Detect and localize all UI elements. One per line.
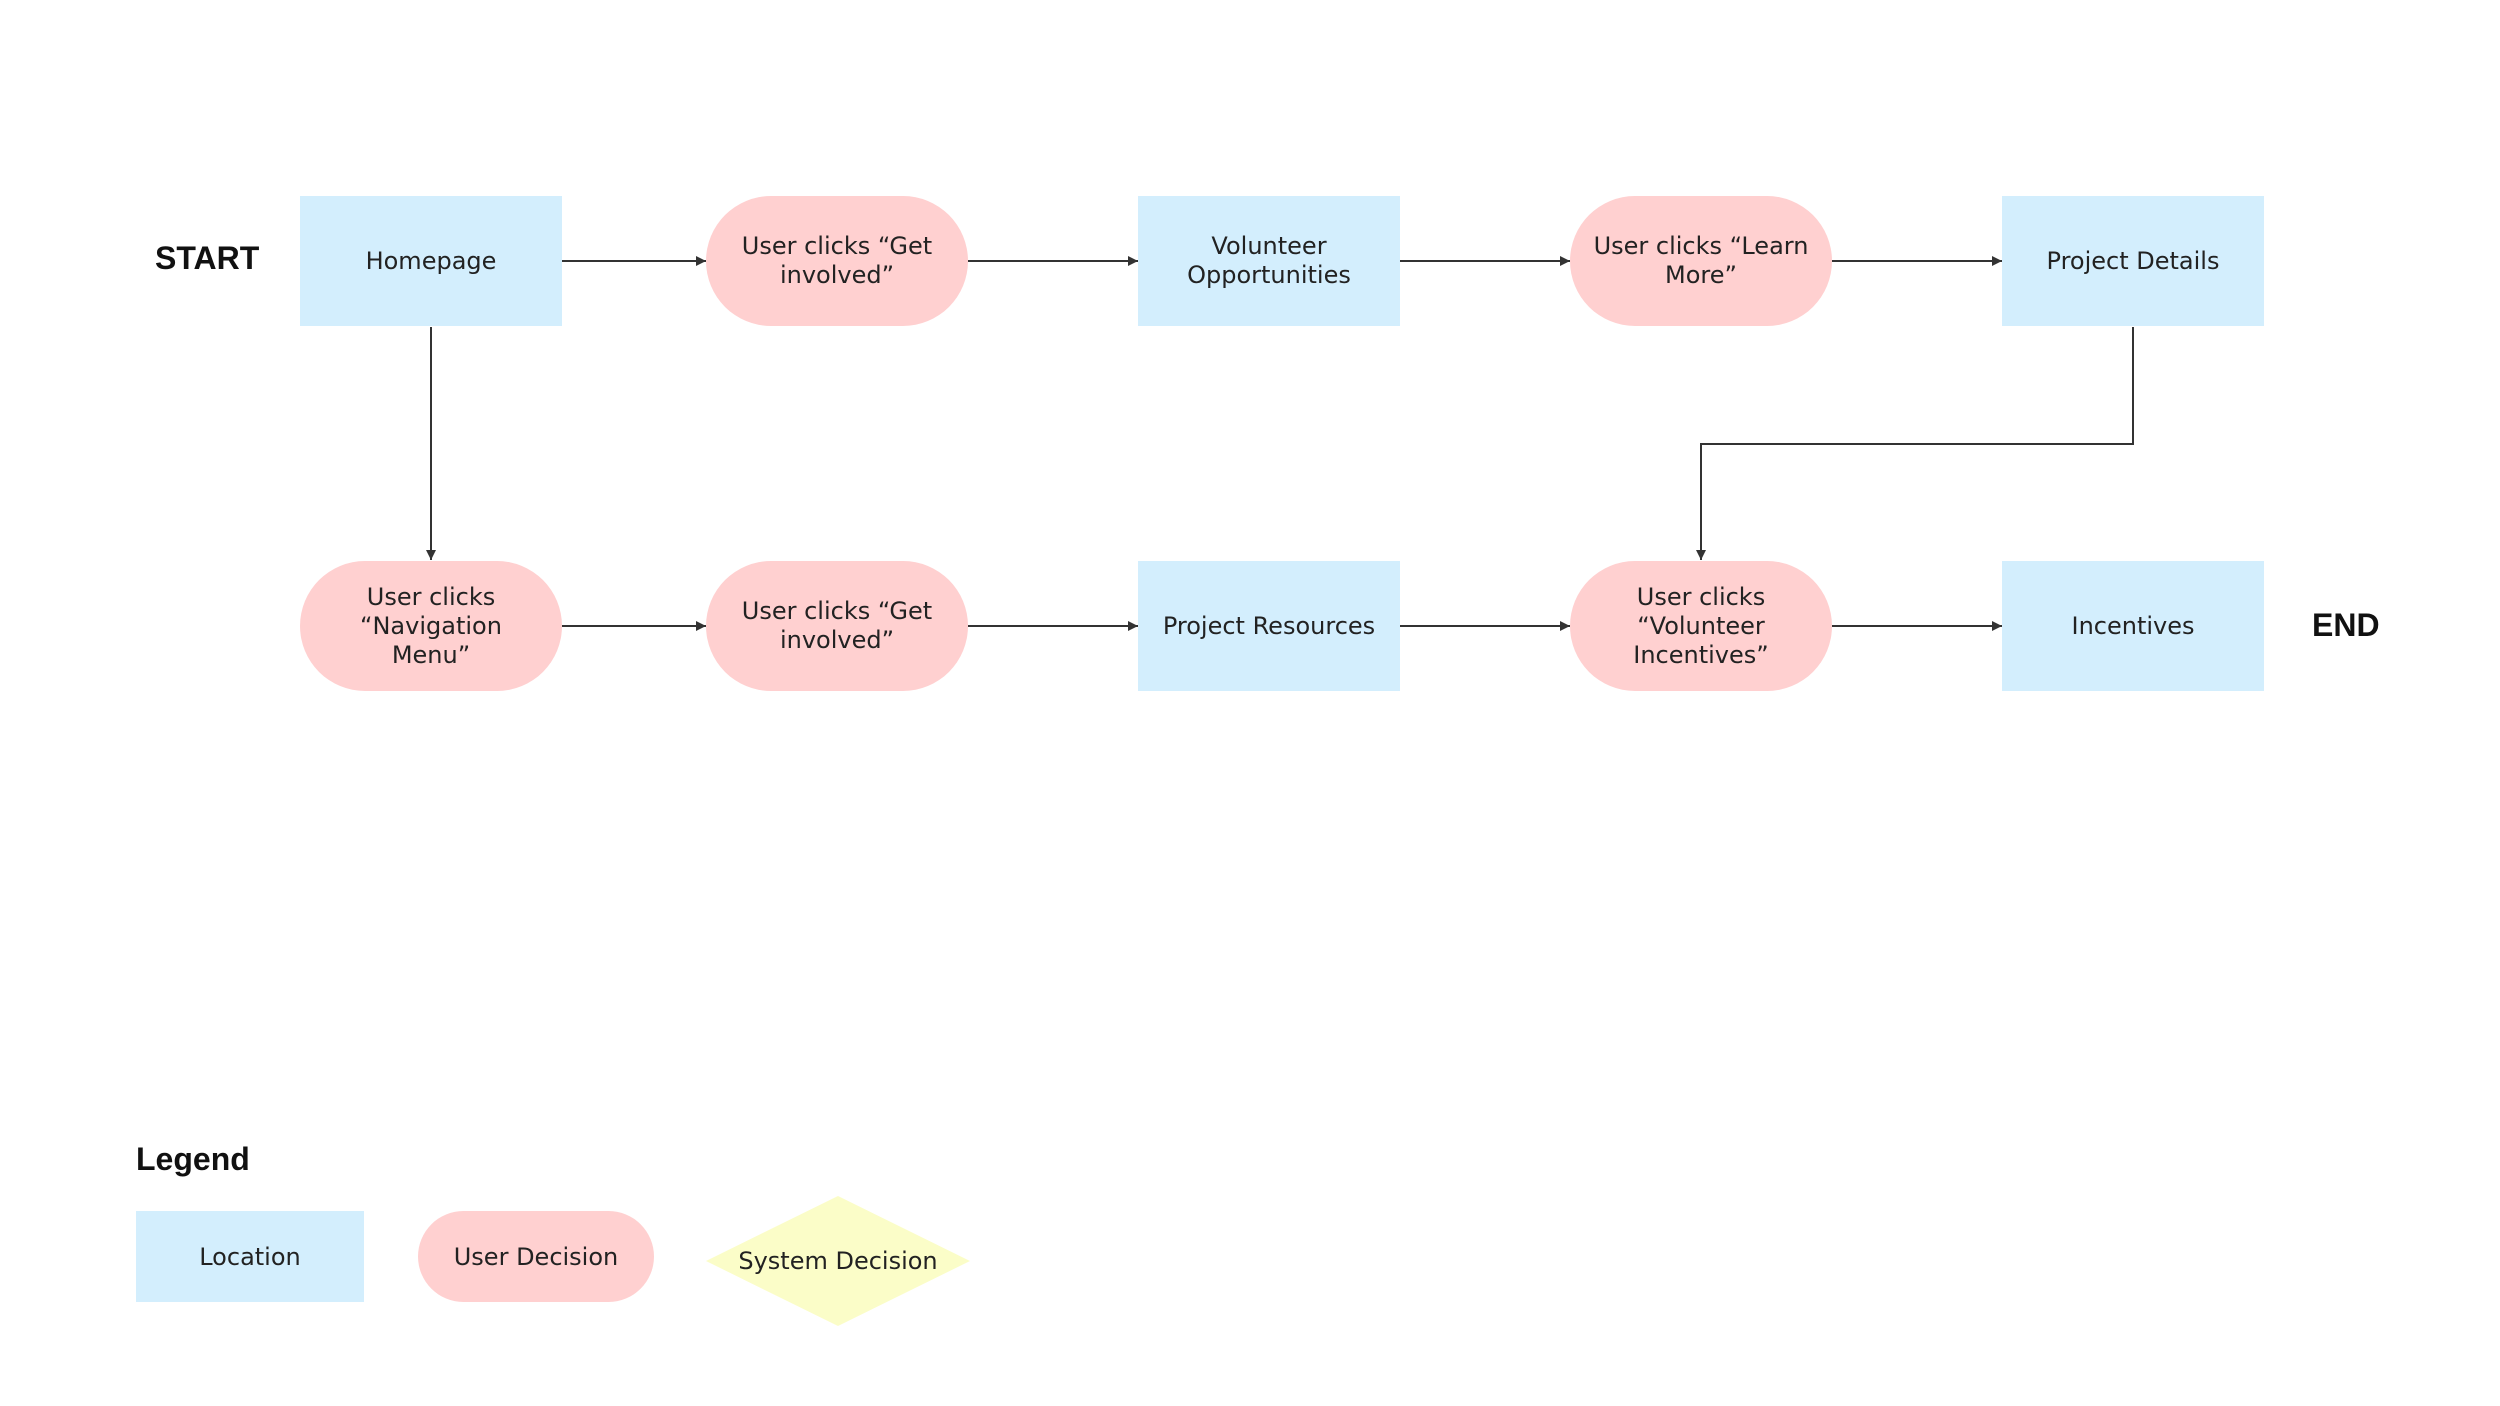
legend-system-decision-label: System Decision — [738, 1247, 938, 1275]
node-get-involved-top: User clicks “Get involved” — [706, 196, 968, 326]
node-navigation-menu: User clicks “Navigation Menu” — [300, 561, 562, 691]
node-volunteer-incentives: User clicks “Volunteer Incentives” — [1570, 561, 1832, 691]
arrow-project-details-to-volunteer-incentives — [1696, 327, 2134, 560]
legend-location: Location — [136, 1211, 364, 1302]
start-label: START — [155, 240, 260, 276]
node-get-involved-bottom: User clicks “Get involved” — [706, 561, 968, 691]
node-incentives: Incentives — [2002, 561, 2264, 691]
legend-title: Legend — [136, 1141, 250, 1177]
legend-user-decision: User Decision — [418, 1211, 654, 1302]
node-learn-more: User clicks “Learn More” — [1570, 196, 1832, 326]
node-project-details: Project Details — [2002, 196, 2264, 326]
end-label: END — [2312, 607, 2380, 643]
node-project-resources: Project Resources — [1138, 561, 1400, 691]
node-homepage: Homepage — [300, 196, 562, 326]
node-volunteer-opportunities: Volunteer Opportunities — [1138, 196, 1400, 326]
legend-system-decision: System Decision — [706, 1196, 970, 1326]
diamond-shape — [706, 1196, 970, 1326]
